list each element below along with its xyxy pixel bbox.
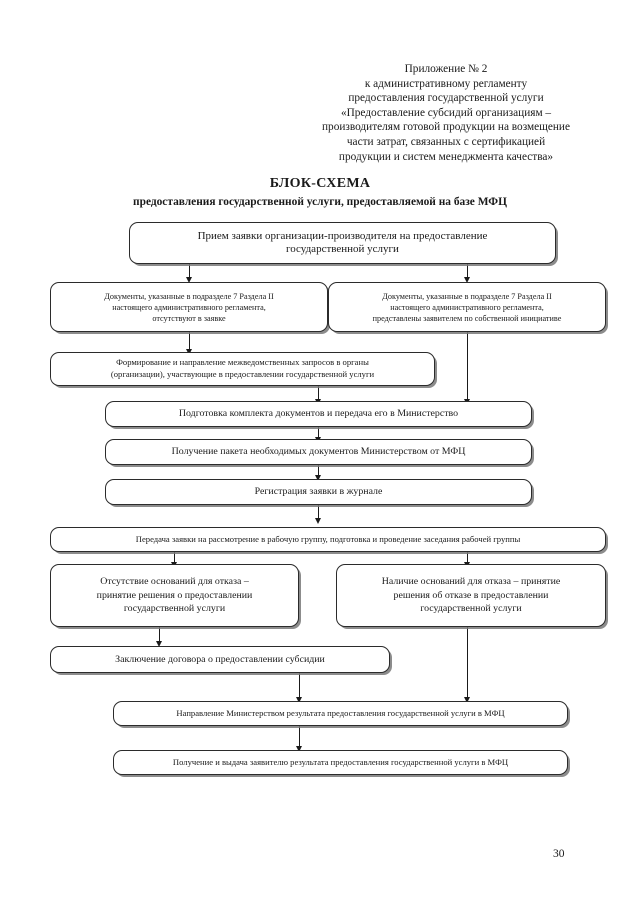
flow-node-prepare-package-text: Подготовка комплекта документов и переда… (178, 408, 459, 420)
flow-node-subsidy-contract[interactable]: Заключение договора о предоставлении суб… (50, 646, 390, 673)
connector-n8b-n10 (467, 627, 468, 699)
flow-node-docs-missing-line-1: Документы, указанные в подразделе 7 Разд… (104, 291, 274, 301)
arrowhead-n1-n2b (463, 277, 470, 283)
connector-n10-n11 (299, 726, 300, 748)
flow-node-no-refusal-grounds-text: Отсутствие оснований для отказа – принят… (57, 575, 292, 616)
connector-n8a-n9 (159, 627, 160, 643)
connector-n1-n2b (467, 264, 468, 278)
page-subtitle: предоставления государственной услуги, п… (133, 196, 507, 208)
flow-node-working-group-text: Передача заявки на рассмотрение в рабочу… (135, 533, 521, 544)
flow-node-subsidy-contract-text: Заключение договора о предоставлении суб… (115, 653, 325, 665)
page-title: БЛОК-СХЕМА (269, 176, 371, 191)
arrowhead-n1-n2a (185, 277, 192, 283)
flow-node-docs-missing-text: Документы, указанные в подразделе 7 Разд… (57, 291, 321, 324)
flow-node-ministry-sends-result-text: Направление Министерством результата пре… (176, 707, 505, 718)
flow-node-docs-provided-line-3: представлены заявителем по собственной и… (372, 313, 562, 323)
flow-node-interagency-requests-line-2: (организации), участвующие в предоставле… (110, 369, 375, 379)
flow-node-refusal-grounds-text: Наличие оснований для отказа – принятие … (343, 575, 599, 616)
flow-node-register-application-text: Регистрация заявки в журнале (254, 486, 383, 498)
flow-node-docs-missing-line-3: отсутствуют в заявке (152, 313, 226, 323)
flow-node-intake-line-1: Прием заявки организации-производителя н… (197, 229, 488, 242)
flow-node-no-refusal-grounds-line-1: Отсутствие оснований для отказа – (100, 576, 249, 588)
flow-node-no-refusal-grounds-line-2: принятие решения о предоставлении (96, 589, 253, 601)
connector-n4-n5 (318, 427, 319, 439)
connector-n2b-n4 (467, 332, 468, 401)
header-line-3: предоставления государственной услуги (348, 92, 544, 105)
flow-node-refusal-grounds[interactable]: Наличие оснований для отказа – принятие … (336, 564, 606, 627)
header-line-6: части затрат, связанных с сертификацией (346, 135, 546, 148)
connector-n3-n4 (318, 386, 319, 401)
flow-node-docs-missing-line-2: настоящего административного регламента, (112, 302, 266, 312)
flow-node-issue-result[interactable]: Получение и выдача заявителю результата … (113, 750, 568, 775)
header-line-4: «Предоставление субсидий организациям – (340, 106, 552, 119)
arrowhead-n9-n10 (295, 697, 302, 703)
flow-node-issue-result-text: Получение и выдача заявителю результата … (172, 756, 509, 767)
header-line-1: Приложение № 2 (404, 63, 488, 75)
flow-node-refusal-grounds-line-1: Наличие оснований для отказа – принятие (381, 576, 561, 588)
flow-node-ministry-receives[interactable]: Получение пакета необходимых документов … (105, 439, 532, 465)
flow-node-no-refusal-grounds[interactable]: Отсутствие оснований для отказа – принят… (50, 564, 299, 627)
connector-n2a-n3 (189, 332, 190, 350)
arrowhead-n8b-n10 (463, 697, 470, 703)
arrowhead-n8a-n9 (155, 641, 162, 647)
flow-node-ministry-receives-text: Получение пакета необходимых документов … (171, 446, 466, 458)
flow-node-interagency-requests-text: Формирование и направление межведомствен… (57, 357, 428, 380)
flow-node-prepare-package[interactable]: Подготовка комплекта документов и переда… (105, 401, 532, 427)
flow-node-intake[interactable]: Прием заявки организации-производителя н… (129, 222, 556, 264)
flow-node-refusal-grounds-line-2: решения об отказе в предоставлении (393, 589, 549, 601)
connector-n7-n8a (174, 552, 175, 564)
flow-node-docs-provided[interactable]: Документы, указанные в подразделе 7 Разд… (328, 282, 606, 332)
flow-node-docs-missing[interactable]: Документы, указанные в подразделе 7 Разд… (50, 282, 328, 332)
flow-node-working-group[interactable]: Передача заявки на рассмотрение в рабочу… (50, 527, 606, 552)
flow-node-docs-provided-line-2: настоящего административного регламента, (390, 302, 544, 312)
connector-n5-n6 (318, 465, 319, 477)
flow-node-interagency-requests-line-1: Формирование и направление межведомствен… (116, 357, 369, 368)
flow-node-interagency-requests[interactable]: Формирование и направление межведомствен… (50, 352, 435, 386)
flow-node-intake-text: Прием заявки организации-производителя н… (136, 230, 549, 257)
connector-n1-n2a (189, 264, 190, 278)
header-line-7: продукции и систем менеджмента качества» (338, 150, 554, 163)
header-line-5: производителям готовой продукции на возм… (322, 121, 570, 134)
flow-node-docs-provided-text: Документы, указанные в подразделе 7 Разд… (335, 291, 599, 324)
connector-n9-n10 (299, 673, 300, 699)
connector-n7-n8b (467, 552, 468, 564)
flow-node-intake-line-2: государственной услуги (286, 243, 399, 255)
arrowhead-n5-n6 (314, 475, 321, 481)
appendix-header: Приложение № 2 к административному регла… (300, 62, 592, 164)
flow-node-register-application[interactable]: Регистрация заявки в журнале (105, 479, 532, 505)
flow-node-ministry-sends-result[interactable]: Направление Министерством результата пре… (113, 701, 568, 726)
flow-node-docs-provided-line-1: Документы, указанные в подразделе 7 Разд… (382, 291, 552, 301)
flow-node-refusal-grounds-line-3: государственной услуги (420, 603, 522, 615)
page-number: 30 (553, 848, 565, 860)
flow-node-no-refusal-grounds-line-3: государственной услуги (123, 603, 226, 615)
connector-n6-n7 (318, 505, 319, 520)
header-line-2: к административному регламенту (364, 77, 528, 90)
arrowhead-n6-n7 (314, 518, 321, 524)
arrowhead-n10-n11 (295, 746, 302, 752)
